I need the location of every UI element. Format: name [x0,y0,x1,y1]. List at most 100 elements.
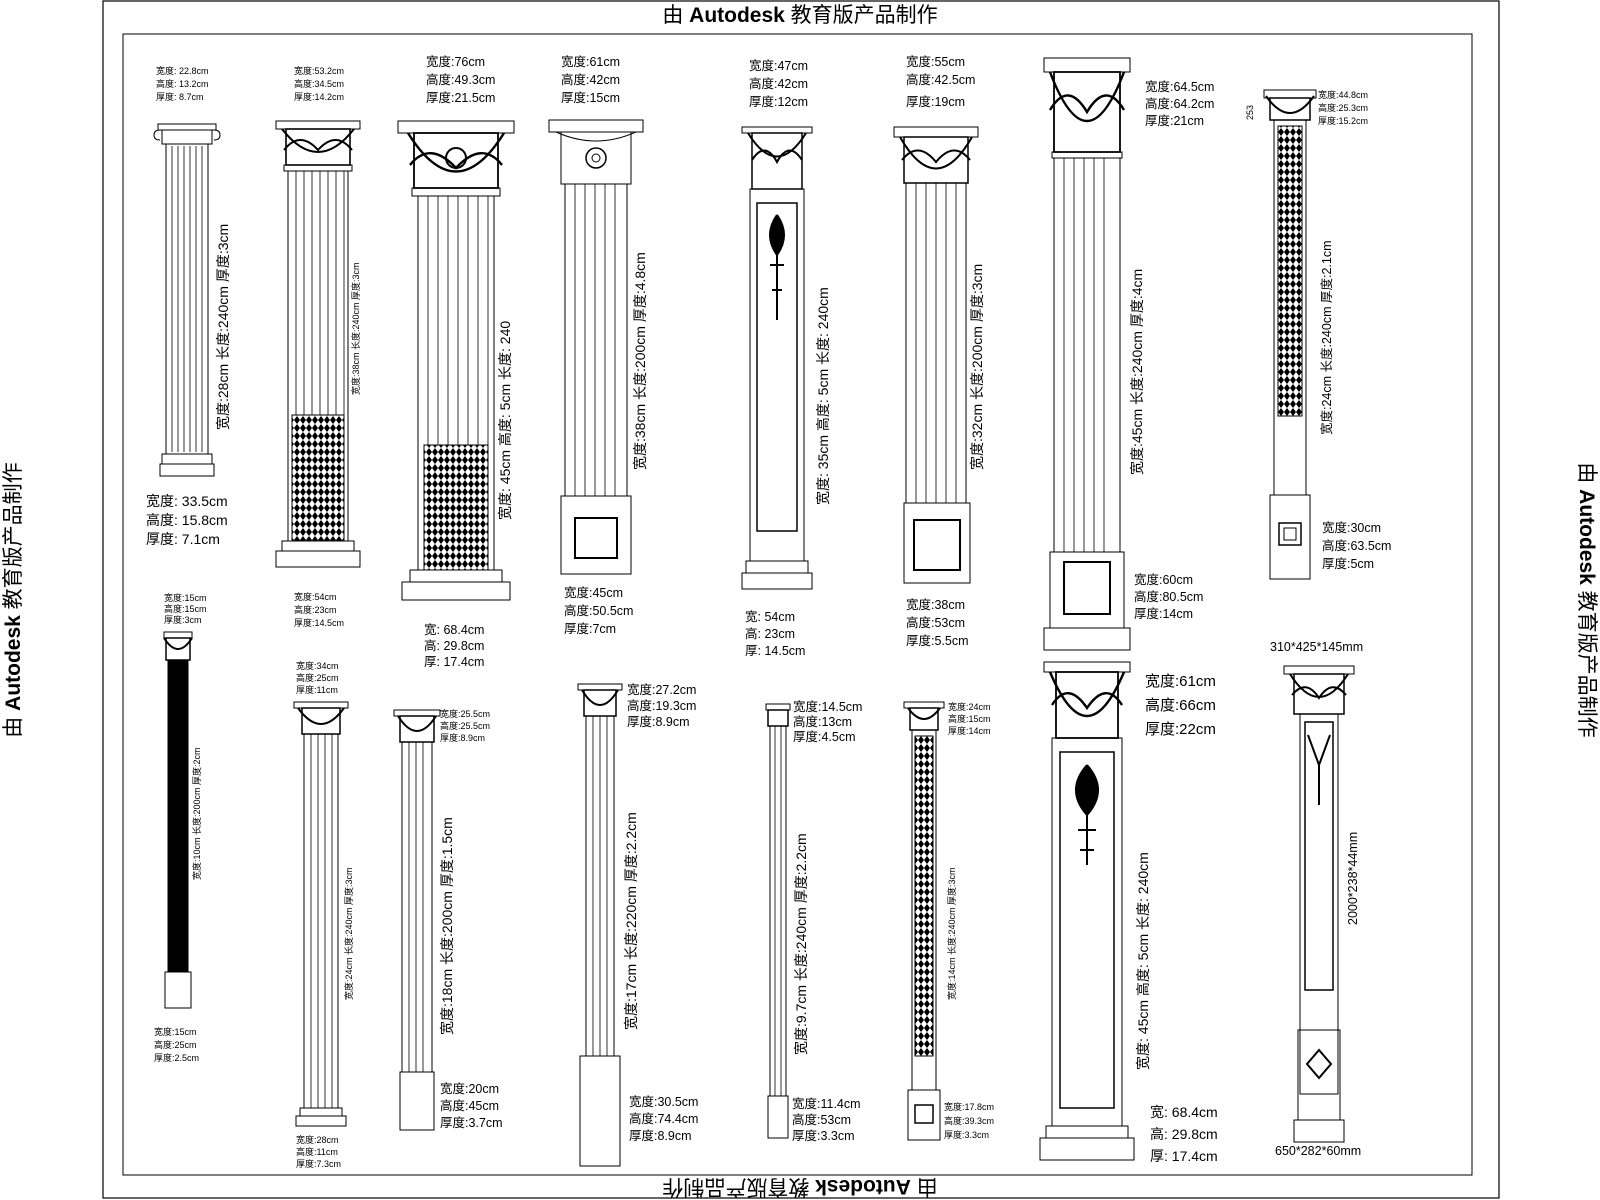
spec-top-c2-1: 高度:34.5cm [294,78,344,89]
spec-top-d5-0: 宽度:14.5cm [793,699,862,714]
spec-top-d5-2: 厚度:4.5cm [793,729,856,744]
shaft-dims-d4: 宽度:17cm 长度:220cm 厚度:2.2cm [623,812,639,1030]
shaft-dims-d2: 宽度:24cm 长度:240cm 厚度:3cm [343,867,354,1000]
spec-base-c8-0: 宽度:30cm [1322,520,1381,535]
top-dim-d8: 310*425*145mm [1270,640,1363,654]
spec-base-d1-2: 厚度:2.5cm [154,1052,199,1063]
spec-base-c7-0: 宽度:60cm [1134,572,1193,587]
spec-top-d7-2: 厚度:22cm [1145,721,1216,738]
spec-base-c2-2: 厚度:14.5cm [294,617,344,628]
spec-base-c2-0: 宽度:54cm [294,591,337,602]
spec-top-c5-0: 宽度:47cm [749,58,808,73]
spec-top-c7-0: 宽度:64.5cm [1145,79,1214,94]
spec-top-c5-2: 厚度:12cm [749,94,808,109]
spec-top-d7-0: 宽度:61cm [1145,673,1216,690]
shaft-dims-c5: 宽度: 35cm 高度: 5cm 长度: 240cm [815,287,831,505]
column-c8: 253 宽度:44.8cm 高度:25.3cm 厚度:15.2cm 宽度:24c… [1245,89,1391,580]
spec-base-c7-2: 厚度:14cm [1134,606,1193,621]
shaft-dims-d1: 宽度:10cm 长度:200cm 厚度:2cm [191,747,202,880]
watermark-top: 由 Autodesk 教育版产品制作 [662,4,937,27]
spec-top-d1-1: 高度:15cm [164,603,207,614]
spec-base-c3-0: 宽: 68.4cm [424,622,484,637]
spec-base-d5-0: 宽度:11.4cm [792,1096,861,1111]
spec-base-d5-1: 高度:53cm [792,1112,851,1127]
spec-top-c7-1: 高度:64.2cm [1145,96,1214,111]
spec-top-c1-0: 宽度: 22.8cm [156,65,209,76]
spec-base-c8-2: 厚度:5cm [1322,556,1374,571]
spec-top-c3-0: 宽度:76cm [426,54,485,69]
spec-base-d1-0: 宽度:15cm [154,1026,197,1037]
spec-top-d2-2: 厚度:11cm [296,684,338,695]
column-c3: 宽度:76cm 高度:49.3cm 厚度:21.5cm 宽度: 45cm 高度:… [397,54,515,669]
base-dim-d8: 650*282*60mm [1275,1144,1361,1158]
column-c7: 宽度:64.5cm 高度:64.2cm 厚度:21cm 宽度:45cm 长度:2… [1043,57,1214,651]
spec-top-d4-2: 厚度:8.9cm [627,714,690,729]
spec-top-c1-2: 厚度: 8.7cm [156,91,204,102]
spec-base-c6-0: 宽度:38cm [906,597,965,612]
shaft-dims-c1: 宽度:28cm 长度:240cm 厚度:3cm [215,224,231,430]
spec-base-c1-1: 高度: 15.8cm [146,512,228,528]
spec-top-c7-2: 厚度:21cm [1145,113,1204,128]
spec-base-c4-1: 高度:50.5cm [564,603,633,618]
column-c1: 宽度: 22.8cm 高度: 13.2cm 厚度: 8.7cm 宽度:28cm … [146,65,231,547]
spec-top-d6-2: 厚度:14cm [948,725,991,736]
shaft-dims-c3: 宽度: 45cm 高度: 5cm 长度: 240 [497,321,513,520]
spec-top-c2-2: 厚度:14.2cm [294,91,344,102]
spec-top-c6-0: 宽度:55cm [906,54,965,69]
spec-base-d4-2: 厚度:8.9cm [629,1128,692,1143]
spec-base-d7-2: 厚: 17.4cm [1150,1148,1218,1164]
spec-top-c6-1: 高度:42.5cm [906,72,975,87]
spec-top-c8-0: 宽度:44.8cm [1318,89,1368,100]
spec-top-c4-1: 高度:42cm [561,72,620,87]
spec-top-c5-1: 高度:42cm [749,76,808,91]
spec-base-c4-2: 厚度:7cm [564,621,616,636]
spec-top-d6-1: 高度:15cm [948,713,991,724]
spec-top-d2-1: 高度:25cm [296,672,339,683]
spec-base-d3-0: 宽度:20cm [440,1081,499,1096]
watermark-right: 由 Autodesk 教育版产品制作 [1575,462,1598,737]
spec-base-d1-1: 高度:25cm [154,1039,197,1050]
spec-top-d4-1: 高度:19.3cm [627,698,696,713]
column-d3: 宽度:25.5cm 高度:25.5cm 厚度:8.9cm 宽度:18cm 长度:… [393,708,503,1131]
column-d1: 宽度:15cm 高度:15cm 厚度:3cm 宽度:10cm 长度:200cm … [154,592,207,1063]
spec-base-c1-2: 厚度: 7.1cm [146,531,220,547]
outer-frame [102,0,1500,1199]
column-d6: 宽度:24cm 高度:15cm 厚度:14cm 宽度:14cm 长度:240cm… [903,701,994,1141]
spec-top-d1-2: 厚度:3cm [164,614,202,625]
shaft-dims-d6: 宽度:14cm 长度:240cm 厚度:3cm [946,867,957,1000]
column-d4: 宽度:27.2cm 高度:19.3cm 厚度:8.9cm 宽度:17cm 长度:… [577,682,698,1167]
spec-base-c3-1: 高: 29.8cm [424,638,484,653]
spec-base-c1-0: 宽度: 33.5cm [146,493,228,509]
spec-top-d3-0: 宽度:25.5cm [440,708,490,719]
spec-base-d5-2: 厚度:3.3cm [792,1128,855,1143]
watermark-bottom: 由 Autodesk 教育版产品制作 [662,1175,937,1198]
spec-top-d3-1: 高度:25.5cm [440,720,490,731]
shaft-dims-d5: 宽度:9.7cm 长度:240cm 厚度:2.2cm [793,833,809,1055]
spec-base-d3-2: 厚度:3.7cm [440,1115,503,1130]
spec-top-c3-1: 高度:49.3cm [426,72,495,87]
shaft-dims-c8: 宽度:24cm 长度:240cm 厚度:2.1cm [1319,241,1334,436]
spec-top-c1-1: 高度: 13.2cm [156,78,209,89]
spec-base-c4-0: 宽度:45cm [564,585,623,600]
spec-base-d2-2: 厚度:7.3cm [296,1158,341,1169]
column-c4: 宽度:61cm 高度:42cm 厚度:15cm 宽度:38cm 长度:200cm… [548,54,648,636]
spec-top-d5-1: 高度:13cm [793,714,852,729]
spec-top-d2-0: 宽度:34cm [296,660,339,671]
column-d5: 宽度:14.5cm 高度:13cm 厚度:4.5cm 宽度:9.7cm 长度:2… [765,699,862,1143]
spec-top-c4-2: 厚度:15cm [561,90,620,105]
column-c2: 宽度:53.2cm 高度:34.5cm 厚度:14.2cm 宽度:38cm 长度… [275,65,361,628]
column-c5: 宽度:47cm 高度:42cm 厚度:12cm 宽度: 35cm 高度: 5cm… [741,58,831,658]
spec-base-d7-0: 宽: 68.4cm [1150,1104,1218,1120]
spec-base-c5-0: 宽: 54cm [745,609,795,624]
spec-base-d2-1: 高度:11cm [296,1146,338,1157]
shaft-dims-c7: 宽度:45cm 长度:240cm 厚度:4cm [1129,269,1145,475]
column-d8: 310*425*145mm 2000*238*44mm 650*282*60mm [1270,640,1363,1158]
shaft-dims-c6: 宽度:32cm 长度:200cm 厚度:3cm [969,264,985,470]
column-d7: 宽度:61cm 高度:66cm 厚度:22cm 宽度: 45cm 高度: 5cm… [1039,661,1218,1164]
spec-base-d7-1: 高: 29.8cm [1150,1126,1218,1142]
spec-base-d3-1: 高度:45cm [440,1098,499,1113]
spec-base-d6-1: 高度:39.3cm [944,1115,994,1126]
shaft-dims-c4: 宽度:38cm 长度:200cm 厚度:4.8cm [632,252,648,470]
shaft-dims-d3: 宽度:18cm 长度:200cm 厚度:1.5cm [439,817,455,1035]
spec-base-c6-2: 厚度:5.5cm [906,633,969,648]
